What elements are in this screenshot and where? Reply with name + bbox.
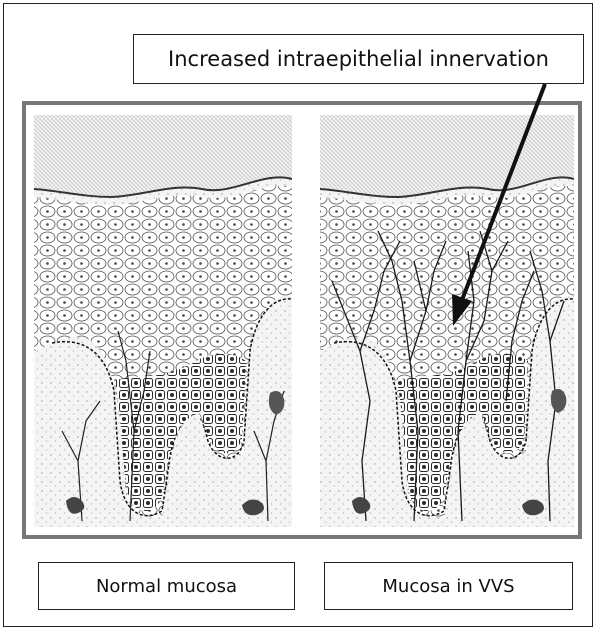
normal-mucosa-label: Normal mucosa xyxy=(38,562,295,610)
mucosa-illustration xyxy=(22,101,582,539)
normal-mucosa-panel xyxy=(34,115,292,527)
callout-label: Increased intraepithelial innervation xyxy=(133,34,584,84)
callout-text: Increased intraepithelial innervation xyxy=(168,47,549,71)
vvs-mucosa-label: Mucosa in VVS xyxy=(324,562,573,610)
vvs-mucosa-text: Mucosa in VVS xyxy=(382,576,514,597)
vvs-mucosa-panel xyxy=(320,115,574,527)
normal-mucosa-text: Normal mucosa xyxy=(96,576,237,597)
